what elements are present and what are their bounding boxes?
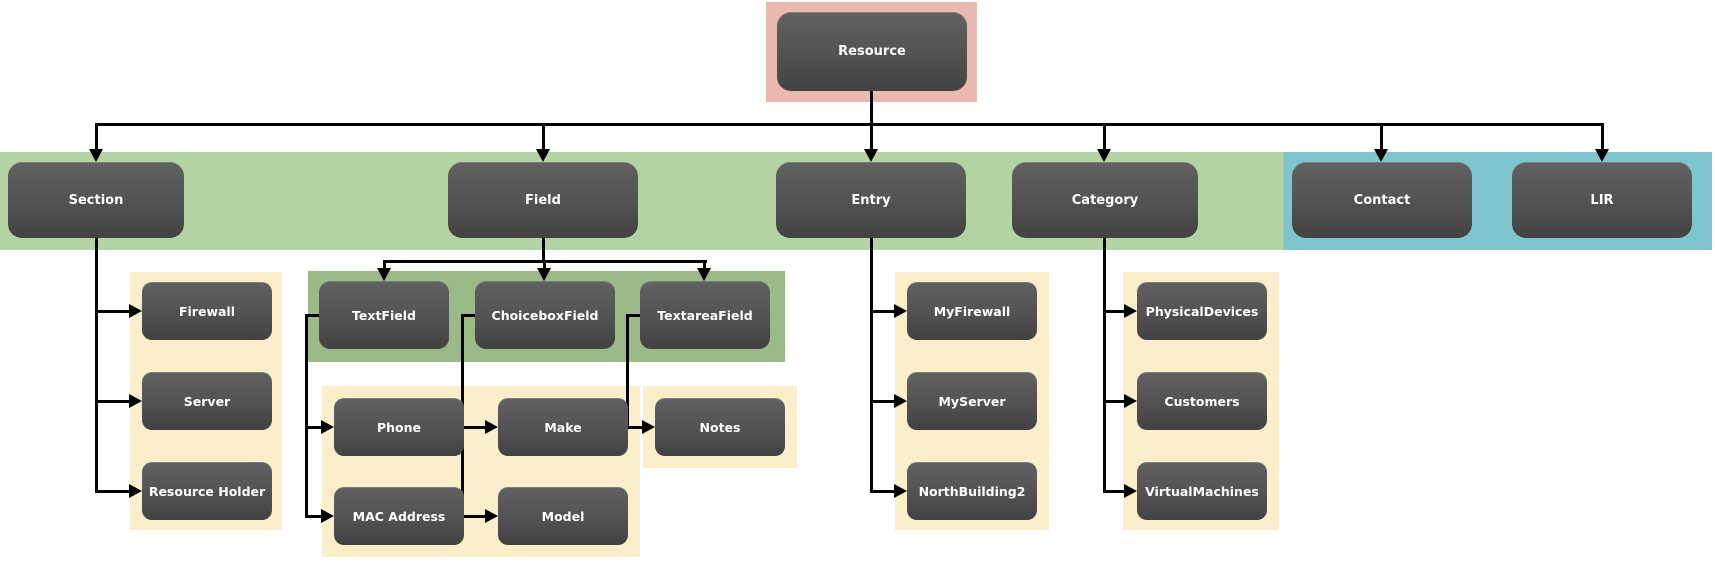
connector-drop-textareafield: [703, 260, 706, 270]
node-section: Section: [8, 162, 184, 238]
arrowhead-northbuilding2: [894, 484, 907, 498]
connector-textfield-column: [305, 314, 308, 518]
connector-to-myfirewall: [870, 310, 894, 313]
node-server: Server: [142, 372, 272, 430]
connector-field-stub: [542, 238, 545, 262]
connector-drop-field: [542, 123, 545, 150]
connector-drop-category: [1103, 123, 1106, 150]
arrowhead-category: [1097, 149, 1111, 162]
node-field: Field: [448, 162, 638, 238]
connector-textarea-elbow: [626, 314, 641, 317]
connector-drop-choiceboxfield: [543, 260, 546, 270]
arrowhead-field: [536, 149, 550, 162]
arrowhead-model: [485, 509, 498, 523]
arrowhead-choiceboxfield: [537, 268, 551, 281]
connector-drop-contact: [1380, 123, 1383, 150]
arrowhead-phone: [321, 420, 334, 434]
connector-to-make: [461, 426, 485, 429]
connector-choicebox-elbow: [461, 314, 476, 317]
arrowhead-myfirewall: [894, 304, 907, 318]
connector-textarea-column: [626, 314, 629, 429]
connector-to-server: [95, 400, 129, 403]
node-notes: Notes: [655, 398, 785, 456]
node-category: Category: [1012, 162, 1198, 238]
arrowhead-textfield: [377, 268, 391, 281]
arrowhead-server: [129, 394, 142, 408]
connector-to-firewall: [95, 310, 129, 313]
connector-to-physicaldevices: [1103, 310, 1124, 313]
arrowhead-notes: [642, 420, 655, 434]
node-customers: Customers: [1137, 372, 1267, 430]
connector-resource-drop: [870, 90, 873, 125]
node-contact: Contact: [1292, 162, 1472, 238]
node-lir: LIR: [1512, 162, 1692, 238]
connector-to-myserver: [870, 400, 894, 403]
node-firewall: Firewall: [142, 282, 272, 340]
connector-textfield-elbow: [305, 314, 320, 317]
node-choiceboxfield: ChoiceboxField: [475, 281, 615, 349]
node-textfield: TextField: [319, 281, 449, 349]
connector-section-column: [95, 238, 98, 493]
connector-to-mac-address: [305, 515, 321, 518]
arrowhead-customers: [1124, 394, 1137, 408]
node-model: Model: [498, 487, 628, 545]
arrowhead-firewall: [129, 304, 142, 318]
connector-to-phone: [305, 426, 321, 429]
arrowhead-physicaldevices: [1124, 304, 1137, 318]
node-resource: Resource: [777, 12, 967, 91]
arrowhead-make: [485, 420, 498, 434]
connector-drop-section: [95, 123, 98, 150]
connector-to-model: [461, 515, 485, 518]
connector-drop-textfield: [383, 260, 386, 270]
node-resource-holder: Resource Holder: [142, 462, 272, 520]
arrowhead-contact: [1374, 149, 1388, 162]
node-myserver: MyServer: [907, 372, 1037, 430]
node-textareafield: TextareaField: [640, 281, 770, 349]
node-make: Make: [498, 398, 628, 456]
connector-to-northbuilding2: [870, 490, 894, 493]
node-mac-address: MAC Address: [334, 487, 464, 545]
arrowhead-myserver: [894, 394, 907, 408]
connector-drop-lir: [1601, 123, 1604, 150]
connector-level2-rail: [95, 123, 1604, 126]
arrowhead-lir: [1595, 149, 1609, 162]
connector-category-column: [1103, 238, 1106, 493]
connector-drop-entry: [870, 123, 873, 150]
node-entry: Entry: [776, 162, 966, 238]
connector-entry-column: [870, 238, 873, 493]
arrowhead-entry: [864, 149, 878, 162]
node-myfirewall: MyFirewall: [907, 282, 1037, 340]
node-phone: Phone: [334, 398, 464, 456]
connector-to-virtualmachines: [1103, 490, 1124, 493]
node-virtualmachines: VirtualMachines: [1137, 462, 1267, 520]
arrowhead-textareafield: [697, 268, 711, 281]
arrowhead-virtualmachines: [1124, 484, 1137, 498]
node-physicaldevices: PhysicalDevices: [1137, 282, 1267, 340]
arrowhead-mac-address: [321, 509, 334, 523]
connector-to-notes: [626, 426, 642, 429]
connector-to-customers: [1103, 400, 1124, 403]
node-northbuilding2: NorthBuilding2: [907, 462, 1037, 520]
arrowhead-section: [89, 149, 103, 162]
arrowhead-resource-holder: [129, 484, 142, 498]
connector-to-resource-holder: [95, 490, 129, 493]
